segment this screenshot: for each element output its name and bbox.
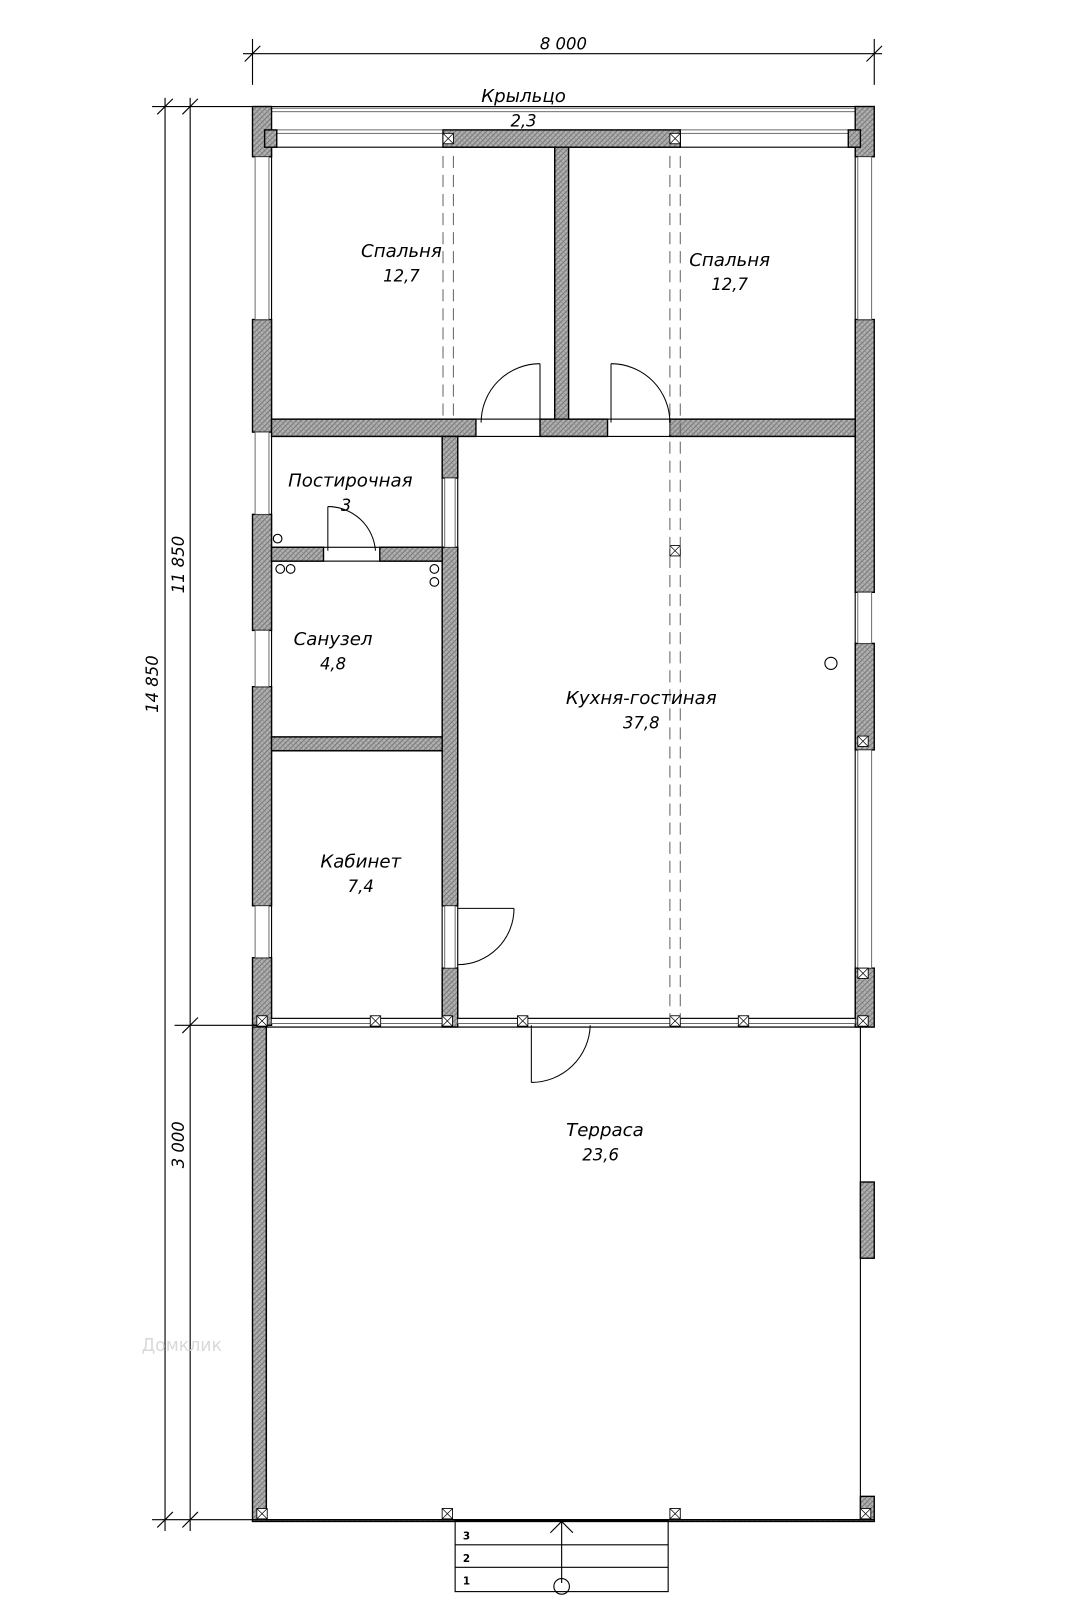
dimension-left: 14 850 11 850 3 000 (143, 97, 256, 1531)
beam-lines (442, 155, 681, 1019)
column-marker-cross (738, 1015, 749, 1027)
column-marker-cross (857, 735, 869, 747)
stairs (454, 1519, 669, 1595)
column-marker-cross (441, 1015, 453, 1027)
column-marker-cross (860, 1508, 872, 1520)
height-house-label: 11 850 (169, 536, 188, 594)
laundry-area: 3 (341, 496, 351, 515)
kitchen-living-name: Кухня-гостиная (566, 688, 717, 709)
column-marker-cross (669, 1015, 681, 1027)
column-marker-cross (442, 133, 454, 144)
column-marker-cross (669, 545, 681, 557)
terrace-area: 23,6 (582, 1145, 619, 1164)
width-total-label: 8 000 (540, 34, 587, 53)
bedroom-1-name: Спальня (361, 241, 442, 262)
column-marker-cross (370, 1015, 381, 1027)
step-2: 2 (463, 1553, 470, 1565)
fixtures (272, 533, 838, 670)
porch-area: 2,3 (510, 111, 536, 130)
kitchen-living-area: 37,8 (623, 713, 660, 732)
doors (327, 363, 671, 1083)
step-1: 1 (463, 1576, 470, 1588)
column-marker-cross (517, 1015, 529, 1027)
column-markers (256, 132, 872, 1520)
room-labels: Крыльцо 2,3 Спальня 12,7 Спальня 12,7 По… (288, 86, 770, 1164)
column-marker-cross (256, 1015, 268, 1027)
height-terrace-label: 3 000 (169, 1121, 188, 1168)
column-marker-cross (857, 1015, 869, 1027)
watermark: Домклик (142, 1336, 222, 1356)
column-marker-cross (857, 967, 869, 979)
column-marker-cross (441, 1508, 453, 1520)
column-marker-cross (669, 133, 681, 144)
step-3: 3 (463, 1531, 470, 1543)
column-marker-cross (256, 1508, 268, 1520)
walls (251, 105, 875, 1523)
office-area: 7,4 (348, 877, 374, 896)
bedroom-2-name: Спальня (689, 250, 770, 271)
step-numbers: 3 2 1 (463, 1531, 470, 1588)
terrace-name: Терраса (566, 1120, 644, 1141)
porch-name: Крыльцо (481, 86, 566, 107)
dimension-top: 8 000 (242, 34, 883, 85)
height-total-label: 14 850 (143, 655, 162, 713)
bathroom-name: Санузел (294, 629, 373, 650)
laundry-name: Постирочная (288, 471, 413, 492)
windows (254, 156, 873, 969)
bedroom-2-area: 12,7 (711, 275, 748, 294)
column-marker-cross (669, 1508, 681, 1520)
office-name: Кабинет (320, 852, 402, 873)
room-outlines (265, 146, 861, 1521)
bathroom-area: 4,8 (320, 654, 346, 673)
bedroom-1-area: 12,7 (383, 266, 420, 285)
